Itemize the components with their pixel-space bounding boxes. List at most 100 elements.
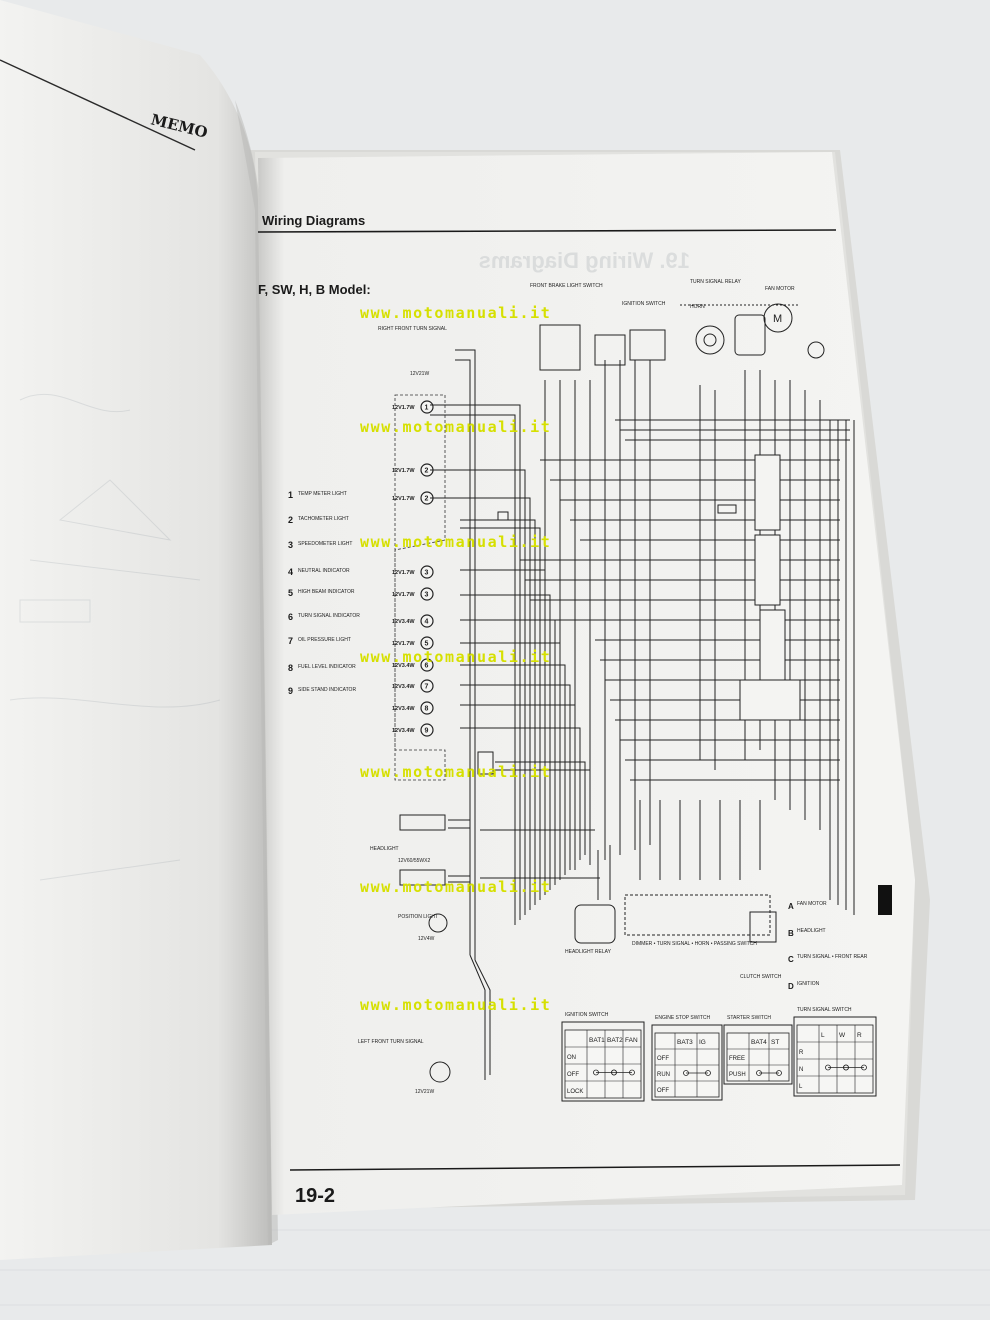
bulb-rating: 12V1.7W [392,570,415,576]
legend-number: 9 [288,686,293,696]
watermark-text: www.motomanuali.it [360,304,551,322]
bulb-symbol [420,400,434,414]
bulb-symbol [420,723,434,737]
continuity-dot [593,1069,599,1076]
bulb-rating: 12V3.4W [392,684,415,690]
side-legend-key: C [788,955,794,964]
table-frame [723,1024,793,1085]
legend-label: NEUTRAL INDICATOR [298,568,350,574]
table-frame [561,1021,645,1102]
continuity-dot [611,1069,617,1076]
watermark-layer: www.motomanuali.it www.motomanuali.it www.… [360,304,551,1014]
left-page-rule [0,59,196,151]
table-row-header: ON [567,1055,576,1061]
table-row-header: OFF [657,1056,669,1062]
table-col-header: W [839,1032,846,1039]
connector-blocks [477,454,801,775]
meter-panel-outline [394,394,446,781]
legend-number: 4 [288,567,293,577]
table-frame [793,1016,877,1097]
table-col-header: BAT2 [607,1037,623,1044]
label-fan-motor: FAN MOTOR [765,286,795,292]
label-position-bulb: 12V4W [418,936,435,942]
label-turn-relay: TURN SIGNAL RELAY [690,279,742,285]
watermark-text: www.motomanuali.it [360,648,551,666]
bulb-symbol [420,701,434,715]
section-title: Wiring Diagrams [262,213,365,228]
bulb-symbol [420,636,434,650]
watermark-text: www.motomanuali.it [360,996,551,1014]
legend-label: SPEEDOMETER LIGHT [298,541,352,547]
legend-label: OIL PRESSURE LIGHT [298,637,351,643]
side-legend-label: IGNITION [797,981,820,987]
table-frame [651,1024,723,1101]
label-front-brake-switch: FRONT BRAKE LIGHT SWITCH [530,283,603,289]
bulb-number: 3 [425,592,429,599]
bulb-number: 2 [425,496,429,503]
label-position-light: POSITION LIGHT [398,914,438,920]
thumb-tab [878,885,892,915]
right-page [258,152,915,1215]
model-heading: F, SW, H, B Model: [258,282,371,297]
legend-number: 3 [288,540,293,550]
table-row-header: PUSH [729,1072,746,1078]
table-row-header: R [799,1050,804,1056]
title-rule [257,229,837,233]
bleed-title: 19. Wiring Diagrams [479,248,690,273]
left-page-bleed [9,393,221,881]
table-col-header: BAT4 [751,1039,767,1046]
label-headlight: HEADLIGHT [370,846,399,852]
bulb-number: 7 [425,684,429,691]
bulb-number: 1 [425,405,429,412]
bulb-number: 9 [425,728,429,735]
continuity-dot [705,1070,711,1076]
table-col-header: L [821,1032,825,1039]
label-headlight-relay: HEADLIGHT RELAY [565,949,612,955]
continuity-dot [629,1069,635,1076]
bulb-symbol [420,565,434,579]
side-legend-label: HEADLIGHT [797,928,826,934]
bulb-symbol [420,679,434,693]
continuity-dot [843,1064,849,1071]
table-row-header: FREE [729,1056,745,1062]
label-clutch-switch: CLUTCH SWITCH [740,974,782,980]
legend-label: FUEL LEVEL INDICATOR [298,664,356,670]
bulb-rating: 12V1.7W [392,468,415,474]
headlight-assembly [399,814,777,1083]
bulb-number: 4 [425,619,429,626]
legend-label: TURN SIGNAL INDICATOR [298,613,360,619]
label-left-turn-bulb: 12V21W [415,1089,434,1095]
bulb-rating: 12V1.7W [392,592,415,598]
bulb-rating: 12V3.4W [392,728,415,734]
page-number: 19-2 [295,1185,335,1207]
legend-number: 8 [288,663,293,673]
table-col-header: BAT1 [589,1037,605,1044]
side-legend-label: TURN SIGNAL • FRONT REAR [797,954,868,960]
side-legend-key: D [788,982,794,991]
bulb-rating: 12V3.4W [392,663,415,669]
table-row-header: OFF [657,1088,669,1094]
left-page [0,0,272,1260]
legend-number: 2 [288,515,293,525]
continuity-dot [861,1064,867,1071]
bulb-rating: 12V3.4W [392,706,415,712]
bulb-rating: 12V1.7W [392,641,415,647]
legend-number: 6 [288,612,293,622]
legend-number: 7 [288,636,293,646]
table-row-header: OFF [567,1072,579,1078]
watermark-text: www.motomanuali.it [360,418,551,436]
table-col-header: FAN [625,1037,638,1044]
table-col-header: BAT3 [677,1039,693,1046]
legend-label: TACHOMETER LIGHT [298,516,349,522]
label-horn: HORN [690,304,705,310]
bulb-rating: 12V1.7W [392,496,415,502]
continuity-dot [825,1064,831,1071]
label-left-turn-signal: LEFT FRONT TURN SIGNAL [358,1039,424,1045]
table-row-header: L [799,1084,803,1090]
